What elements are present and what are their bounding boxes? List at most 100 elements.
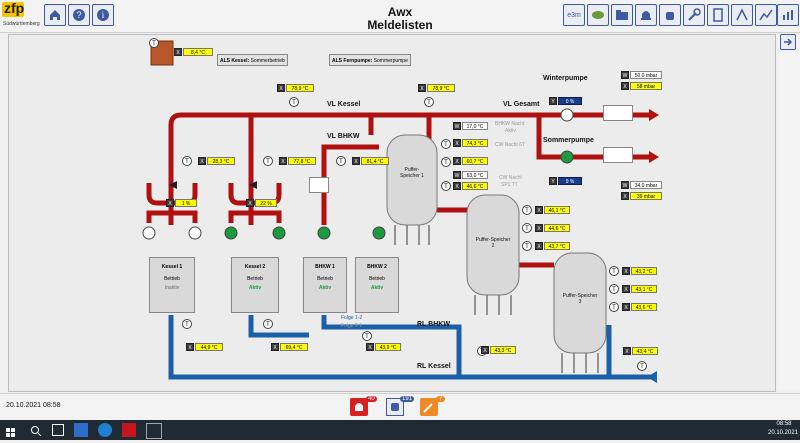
sp1-e-value[interactable]: 46,6 °C — [462, 182, 488, 190]
alarm-button[interactable] — [350, 398, 368, 416]
bhkw-vl-value[interactable]: 81,4 °C — [361, 157, 389, 165]
winterpumpe-label: Winterpumpe — [543, 75, 588, 82]
wrench-button[interactable] — [683, 4, 705, 26]
sp1-c-x: X — [453, 157, 461, 165]
app-icon[interactable] — [146, 423, 162, 439]
k1-rl-value[interactable]: 44,9 °C — [195, 343, 223, 351]
k1-rl-sensor: T — [182, 319, 192, 329]
bars-button[interactable] — [777, 4, 799, 26]
bhkw-rl-value[interactable]: 43,9 °C — [375, 343, 401, 351]
rl-kessel-value[interactable]: 43,4 °C — [632, 347, 658, 355]
home-icon — [50, 10, 60, 20]
sp2-a-value[interactable]: 46,1 °C — [544, 206, 570, 214]
k2-valve-pct[interactable]: 22 % — [255, 199, 277, 207]
winter-pump-pct[interactable]: 0 % — [558, 97, 582, 105]
bhkw-vl-sensor: T — [336, 156, 346, 166]
sommer-pressure-setpoint[interactable]: 34,0 mbar — [630, 181, 662, 189]
sp1-c-value[interactable]: 60,7 °C — [462, 157, 488, 165]
sp1-b-value[interactable]: 74,3 °C — [462, 139, 488, 147]
home-button[interactable] — [44, 4, 66, 26]
k1-valve-x: X — [166, 199, 174, 207]
wrench-icon — [688, 8, 701, 21]
top-toolbar: zfp Südwürttemberg ? i Awx Meldelisten e… — [0, 0, 800, 33]
sp2-a-x: X — [535, 206, 543, 214]
sp3-a-sensor: T — [609, 266, 619, 276]
document-button[interactable] — [707, 4, 729, 26]
leaf-button[interactable] — [587, 4, 609, 26]
folder-button[interactable] — [611, 4, 633, 26]
sp1-a-value[interactable]: 17,0 °C — [462, 122, 488, 130]
chart-icon — [759, 9, 773, 21]
k1-valve-pct[interactable]: 1 % — [175, 199, 197, 207]
kessel-2[interactable]: Kessel 2 Betrieb Aktiv — [231, 257, 279, 313]
service-button[interactable] — [420, 398, 438, 416]
outlook-icon[interactable] — [74, 423, 88, 437]
als-kessel-state[interactable]: ALS Kessel: Sommerbetrieb — [217, 54, 288, 66]
vl-kessel-value-1[interactable]: 78,9 °C — [286, 84, 314, 92]
sp1-d-value[interactable]: 63,0 °C — [462, 171, 488, 179]
export-button[interactable] — [780, 34, 796, 50]
bell-icon — [355, 403, 363, 411]
sp2-c-value[interactable]: 43,7 °C — [544, 242, 570, 250]
als-fernpumpe-state[interactable]: ALS Fernpumpe: Sommerpumpe — [329, 54, 411, 66]
k2-rl-value[interactable]: 69,4 °C — [280, 343, 308, 351]
bhkw-2[interactable]: BHKW 2 Betrieb Aktiv — [355, 257, 399, 313]
als-fernpumpe-value: Sommerpumpe — [373, 58, 408, 64]
cw-nacht-label: CW Nacht 6T — [495, 142, 526, 148]
k2-vl-value[interactable]: 77,8 °C — [288, 157, 316, 165]
sp1-b-sensor: T — [441, 139, 451, 149]
rl-kessel-x: X — [623, 347, 631, 355]
kessel-1-name: Kessel 1 — [161, 264, 183, 270]
w-top2-x: X — [621, 82, 629, 90]
k1-vl-x: X — [198, 157, 206, 165]
als-fernpumpe-label: ALS Fernpumpe: — [332, 58, 373, 64]
bhkw-1-state: Aktiv — [318, 285, 332, 291]
taskbar-time: 08:58 — [776, 421, 792, 427]
sp1-a-x: W — [453, 122, 461, 130]
speicher-1-label: Puffer-Speicher 1 — [400, 167, 424, 179]
search-icon[interactable] — [30, 424, 42, 437]
chart-button[interactable] — [755, 4, 777, 26]
sp1-e-x: X — [453, 182, 461, 190]
vl-kessel-value-2[interactable]: 78,9 °C — [427, 84, 455, 92]
bell-button[interactable] — [635, 4, 657, 26]
sp3-a-x: X — [622, 267, 630, 275]
logo-subtitle: Südwürttemberg — [3, 21, 40, 27]
acrobat-icon[interactable] — [122, 423, 136, 437]
windows-start-icon[interactable] — [6, 425, 16, 437]
sommer-pressure-value[interactable]: 39 mbar — [630, 192, 662, 200]
zfp-logo: zfp Südwürttemberg — [2, 0, 42, 30]
outside-temp-sensor: T — [149, 38, 159, 48]
sp3-a-value[interactable]: 43,2 °C — [631, 267, 657, 275]
task-view-icon[interactable] — [52, 424, 64, 436]
hand-status-button[interactable] — [386, 398, 404, 416]
sp3-b-value[interactable]: 43,1 °C — [631, 285, 657, 293]
sp2-b-value[interactable]: 44,6 °C — [544, 224, 570, 232]
folge-2-label: Folge 2-1 — [341, 323, 363, 329]
outside-temp-value[interactable]: 8,4 °C — [183, 48, 213, 56]
sp3-c-value[interactable]: 43,6 °C — [631, 303, 657, 311]
k1-vl-value[interactable]: 28,3 °C — [207, 157, 235, 165]
bhkw-1[interactable]: BHKW 1 Betrieb Aktiv — [303, 257, 347, 313]
rl-bhkw-label: RL BHKW — [417, 321, 450, 328]
taskbar-date: 20.10.2021 — [767, 430, 799, 436]
leaf-icon — [592, 11, 604, 19]
bhkw-2-state: Aktiv — [370, 285, 384, 291]
sommer-pump-pct[interactable]: 9 % — [558, 177, 582, 185]
winter-pressure-value[interactable]: 58 mbar — [630, 82, 662, 90]
bhkw-nacht-label: BHKW Nacht — [495, 121, 525, 127]
info-button[interactable]: i — [92, 4, 114, 26]
edge-icon[interactable] — [98, 423, 112, 437]
e3m-button[interactable]: e3m — [563, 4, 585, 26]
help-button[interactable]: ? — [68, 4, 90, 26]
status-datetime: 20.10.2021 08:58 — [6, 402, 61, 409]
kessel-1[interactable]: Kessel 1 Betrieb Inaktiv — [149, 257, 195, 313]
hand-button[interactable] — [659, 4, 681, 26]
text-button[interactable] — [731, 4, 753, 26]
page-subtitle: Meldelisten — [367, 18, 433, 32]
sommerpumpe-label: Sommerpumpe — [543, 137, 594, 144]
rl-bhkw-value[interactable]: 43,3 °C — [490, 346, 516, 354]
vl-kessel-label: VL Kessel — [327, 101, 361, 108]
hand-icon — [666, 12, 674, 20]
winter-pressure-setpoint[interactable]: 50,0 mbar — [630, 71, 662, 79]
